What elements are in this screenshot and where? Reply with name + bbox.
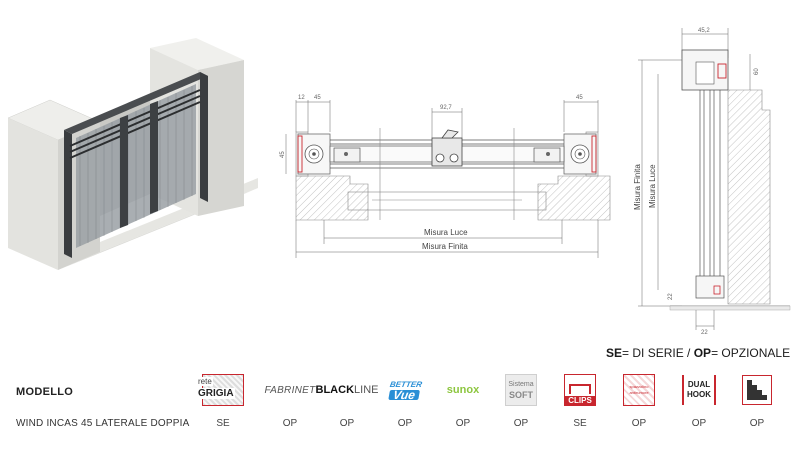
vertical-section-view: 45,2 60 Misura Finita Misura Luce 22 22 — [633, 28, 791, 336]
option-stair-pattern: OP — [728, 372, 786, 429]
label-misura-luce-vertical: Misura Luce — [648, 164, 657, 208]
option-value: SE — [216, 418, 230, 429]
dim-12: 12 — [298, 95, 305, 101]
stair-pattern-logo — [728, 372, 786, 408]
dual-hook-logo: DUAL HOOK — [670, 372, 728, 408]
option-dual-hook: DUAL HOOK OP — [670, 372, 728, 429]
legend-se-key: SE — [606, 346, 623, 360]
horizontal-section-view: 12 45 92,7 45 45 Misura Luce Misura Fini… — [280, 95, 611, 258]
option-rete-grigia: rete GRIGIA SE — [194, 372, 252, 429]
better-vue-logo: BETTER Vue — [388, 380, 423, 402]
dim-22-side: 22 — [668, 293, 674, 300]
fabrinet-logo: FABRINET — [264, 384, 316, 396]
legend-op-text: = OPZIONALE — [711, 346, 791, 360]
table-header-modello: MODELLO — [16, 386, 74, 398]
option-sistema-soft: Sistema SOFT OP — [492, 372, 550, 429]
option-spazzolino: spazzolino antirumore OP — [610, 372, 668, 429]
sunox-logo: sunox — [446, 384, 480, 396]
sistema-soft-logo: Sistema SOFT — [492, 372, 550, 408]
option-fabrinet: FABRINET OP — [257, 372, 323, 430]
legend-op-key: OP — [693, 346, 712, 360]
table-row-model-name: WIND INCAS 45 LATERALE DOPPIA — [16, 418, 190, 429]
option-value: OP — [749, 418, 765, 429]
option-value: OP — [339, 418, 355, 429]
option-clips: CLIPS SE — [551, 372, 609, 429]
dim-45-left: 45 — [314, 95, 321, 101]
spazzolino-logo: spazzolino antirumore — [610, 372, 668, 408]
option-value: OP — [691, 418, 707, 429]
legend: SE= DI SERIE / OP= OPZIONALE — [606, 346, 790, 360]
option-better-vue: BETTER Vue OP — [376, 372, 434, 429]
dim-45-2: 45,2 — [698, 28, 710, 34]
clips-logo: CLIPS — [551, 372, 609, 408]
dim-60: 60 — [754, 68, 760, 75]
legend-se-text: = DI SERIE / — [622, 346, 694, 360]
dim-45-right: 45 — [576, 95, 583, 101]
option-value: SE — [573, 418, 587, 429]
option-sunox: sunox OP — [434, 372, 492, 429]
label-misura-finita: Misura Finita — [422, 242, 468, 251]
label-misura-luce: Misura Luce — [424, 228, 468, 237]
dim-45-side: 45 — [280, 151, 286, 158]
option-value: OP — [397, 418, 413, 429]
label-misura-finita-vertical: Misura Finita — [633, 164, 642, 210]
option-value: OP — [631, 418, 647, 429]
dim-92-7: 92,7 — [440, 105, 452, 111]
stair-pattern-icon — [742, 375, 772, 405]
option-value: OP — [282, 418, 298, 429]
dim-22-bottom: 22 — [701, 330, 708, 336]
option-value: OP — [513, 418, 529, 429]
rete-grigia-logo: rete GRIGIA — [194, 372, 252, 408]
isometric-view — [7, 38, 258, 270]
option-value: OP — [455, 418, 471, 429]
